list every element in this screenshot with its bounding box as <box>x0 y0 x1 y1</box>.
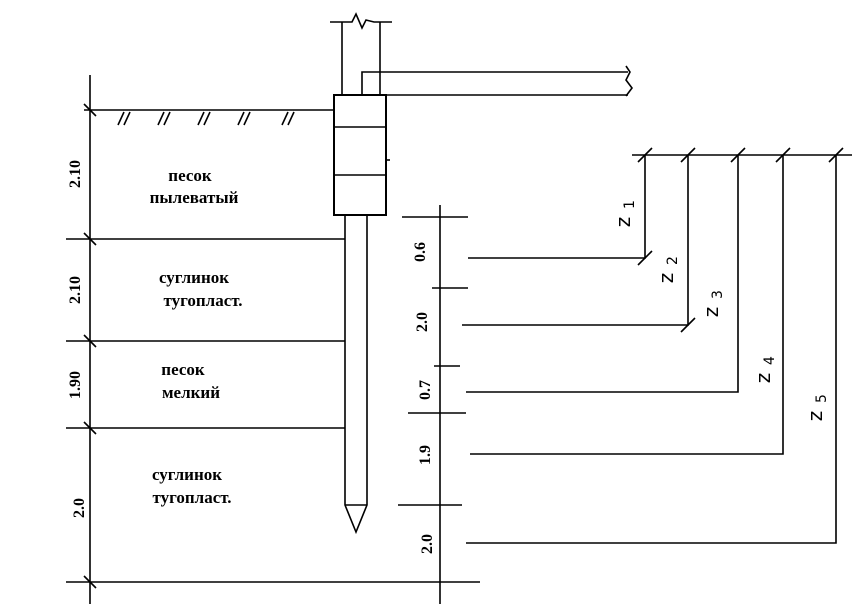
depth-leaders <box>462 155 837 544</box>
svg-text:z: z <box>803 411 827 422</box>
layer-1-name-line2: пылеватый <box>150 188 239 207</box>
layer-4-thickness: 2.0 <box>71 498 88 518</box>
z3-label: z 3 <box>699 290 726 317</box>
layer-3-name-line2: мелкий <box>162 383 220 402</box>
layer-3-name-line1: песок <box>161 360 205 379</box>
reference-ticks <box>637 147 844 333</box>
svg-text:5: 5 <box>814 394 830 403</box>
pile-cap <box>333 94 387 216</box>
beam-break-mark <box>625 65 633 97</box>
layer-2-name-line2: тугопласт. <box>163 291 242 310</box>
layer-1-name-line1: песок <box>168 166 212 185</box>
layer-3-thickness: 1.90 <box>67 371 84 399</box>
sublayer-4-thickness: 1.9 <box>417 445 434 465</box>
z4-label: z 4 <box>751 356 778 383</box>
svg-text:z: z <box>611 217 635 228</box>
svg-text:1: 1 <box>622 200 638 209</box>
svg-text:4: 4 <box>762 356 778 365</box>
z2-label: z 2 <box>654 256 681 283</box>
svg-text:z: z <box>699 307 723 318</box>
sublayer-ticks <box>398 216 468 506</box>
svg-text:2: 2 <box>665 256 681 265</box>
z1-label: z 1 <box>611 200 638 227</box>
z5-label: z 5 <box>803 394 830 421</box>
svg-text:z: z <box>654 273 678 284</box>
layer-4-name-line1: суглинок <box>152 465 222 484</box>
sublayer-2-thickness: 2.0 <box>414 312 431 332</box>
sublayer-3-thickness: 0.7 <box>417 380 434 400</box>
beam-top-edge <box>361 71 628 95</box>
column-break-mark <box>330 12 392 30</box>
layer-2-thickness: 2.10 <box>67 276 84 304</box>
sublayer-1-thickness: 0.6 <box>412 242 429 262</box>
svg-text:3: 3 <box>710 290 726 299</box>
sublayer-5-thickness: 2.0 <box>419 534 436 554</box>
ground-hatch <box>117 111 295 126</box>
layer-1-thickness: 2.10 <box>67 160 84 188</box>
layer-2-name-line1: суглинок <box>159 268 229 287</box>
svg-text:z: z <box>751 373 775 384</box>
left-ticks <box>83 103 97 589</box>
pile-shaft <box>344 215 368 535</box>
layer-4-name-line2: тугопласт. <box>152 488 231 507</box>
